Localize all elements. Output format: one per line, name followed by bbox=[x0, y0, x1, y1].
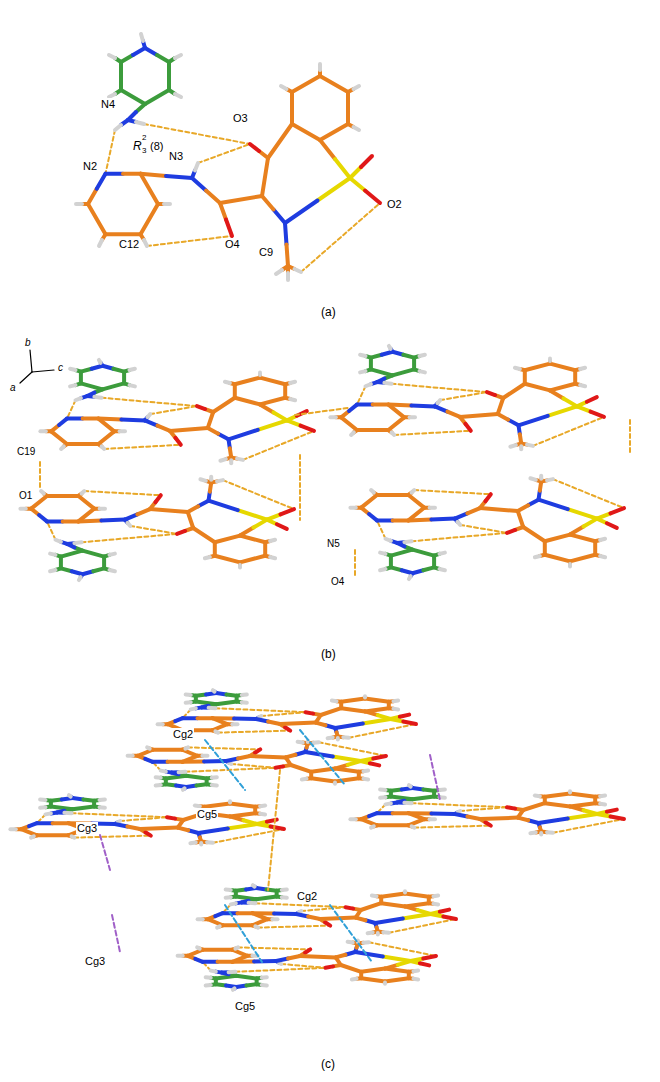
graph-set-symbol: 2 bbox=[141, 134, 147, 143]
atom-label: N2 bbox=[82, 160, 98, 172]
centroid-label: Cg5 bbox=[196, 808, 218, 820]
asymmetric-unit bbox=[76, 34, 380, 280]
molecule-pair bbox=[350, 785, 624, 834]
centroid-label: Cg2 bbox=[296, 890, 318, 902]
centroid-label: Cg2 bbox=[172, 728, 194, 740]
panel-label: (a) bbox=[320, 306, 337, 319]
hydrogen-bond bbox=[39, 462, 41, 490]
atom-label: O4 bbox=[330, 576, 345, 587]
molecule-pair bbox=[330, 346, 604, 449]
molecule-pair bbox=[350, 476, 624, 579]
axis bbox=[30, 350, 32, 372]
centroid-contact bbox=[100, 835, 110, 870]
centroid-label: Cg3 bbox=[84, 955, 106, 967]
atom-label: C12 bbox=[118, 238, 140, 250]
panel-label: (c) bbox=[320, 1058, 336, 1071]
atom-label: O2 bbox=[386, 198, 403, 210]
graph-set-symbol: R bbox=[132, 140, 143, 153]
atom-label: C9 bbox=[258, 246, 274, 258]
molecule-pair bbox=[128, 741, 386, 790]
molecule-pair bbox=[10, 795, 284, 844]
atom-label: O3 bbox=[232, 112, 249, 124]
molecule-pair bbox=[40, 360, 314, 463]
hydrogen-bond bbox=[295, 408, 348, 415]
axis-label: c bbox=[57, 362, 64, 373]
axis bbox=[32, 370, 54, 372]
centroid-contact bbox=[330, 905, 372, 962]
atom-label: N3 bbox=[168, 150, 184, 162]
centroid-contact bbox=[225, 905, 262, 962]
hydrogen-bond bbox=[299, 455, 301, 520]
atom-label: O4 bbox=[224, 238, 241, 250]
axis bbox=[20, 372, 32, 383]
hydrogen-bond bbox=[354, 550, 356, 575]
centroid-contact bbox=[430, 755, 440, 800]
molecule-pair bbox=[20, 477, 294, 580]
panel-label: (b) bbox=[320, 648, 337, 661]
centroid-label: Cg5 bbox=[234, 1000, 256, 1012]
graph-set-symbol: 3 bbox=[141, 147, 147, 156]
molecule-pair bbox=[198, 885, 456, 934]
atom-label: N5 bbox=[326, 538, 341, 549]
packing-view-b bbox=[20, 346, 630, 580]
centroid-contact bbox=[300, 730, 345, 785]
axis-label: b bbox=[24, 337, 32, 348]
centroid-contact bbox=[268, 770, 280, 890]
axis-label: a bbox=[9, 382, 17, 393]
atom-label: O1 bbox=[18, 490, 33, 501]
atom-label: C19 bbox=[16, 446, 36, 457]
molecule-pair bbox=[158, 690, 416, 739]
centroid-contact bbox=[205, 740, 245, 790]
centroid-contact bbox=[112, 915, 120, 952]
molecule-pair bbox=[178, 941, 436, 990]
centroid-label: Cg3 bbox=[76, 822, 98, 834]
atom-label: N4 bbox=[100, 98, 116, 110]
stacking-view-c bbox=[10, 690, 624, 990]
hydrogen-bond bbox=[629, 420, 631, 452]
graph-set-symbol: (8) bbox=[149, 140, 164, 152]
